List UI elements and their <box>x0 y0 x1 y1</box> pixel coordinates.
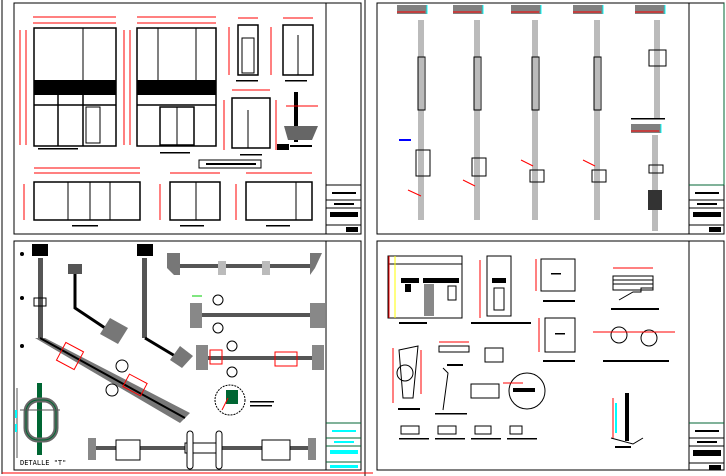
elevation-bottom-2 <box>159 172 221 227</box>
square-panel-1 <box>535 258 576 302</box>
elevation-2 <box>123 16 217 154</box>
title-block <box>689 184 724 232</box>
plan-horizontal-3 <box>196 340 324 378</box>
plan-detail-corner-3 <box>137 244 193 368</box>
beam-detail <box>435 341 470 415</box>
sheet-1-drawing <box>1 0 362 238</box>
door-elevation-double <box>223 89 277 156</box>
vertical-section-4 <box>573 5 607 220</box>
wall-section <box>610 393 644 448</box>
title-block <box>689 422 724 470</box>
panel-elevation <box>471 255 531 324</box>
anchor-details <box>593 326 675 362</box>
vertical-section-5 <box>631 5 667 120</box>
column-detail <box>392 345 422 410</box>
plan-horizontal-1 <box>167 253 322 275</box>
sheet-3-drawing: DETALLE "T" <box>1 238 363 474</box>
stair-railing <box>611 267 659 310</box>
square-panel-2 <box>538 317 576 362</box>
circle-detail <box>470 347 546 410</box>
sheet-2-vertical-sections <box>363 0 726 238</box>
door-elevation-small-1 <box>228 17 259 82</box>
plan-horizontal-2 <box>190 294 325 334</box>
detail-circle <box>214 384 274 416</box>
elevation-1 <box>19 16 117 150</box>
section-detail <box>277 92 318 150</box>
title-block <box>326 422 361 468</box>
base-details <box>399 425 537 440</box>
plan-horizontal-bottom <box>88 430 316 470</box>
sheet-3-plans: DETALLE "T" <box>0 238 363 476</box>
title-block <box>326 184 361 232</box>
plan-detail-corner-2 <box>68 264 128 344</box>
sheet-1-elevations <box>0 0 363 238</box>
detalle-t: DETALLE "T" <box>15 383 66 467</box>
facade-elevation <box>387 255 463 324</box>
note-box <box>198 159 262 169</box>
vertical-section-2 <box>453 5 487 220</box>
door-elevation-small-2 <box>270 17 314 82</box>
vertical-section-3 <box>511 5 545 220</box>
detalle-t-label: DETALLE "T" <box>20 459 66 467</box>
sheet-2-drawing <box>364 0 725 238</box>
plan-detail-corner-1 <box>20 244 48 348</box>
plan-detail-diagonal <box>35 337 190 423</box>
vertical-section-1 <box>397 5 431 220</box>
vertical-section-6 <box>631 124 664 231</box>
sheet-4-drawing <box>363 238 725 476</box>
elevation-bottom-3 <box>235 172 313 227</box>
elevation-bottom-1 <box>23 167 141 227</box>
sheet-4-facade-details <box>363 238 726 476</box>
